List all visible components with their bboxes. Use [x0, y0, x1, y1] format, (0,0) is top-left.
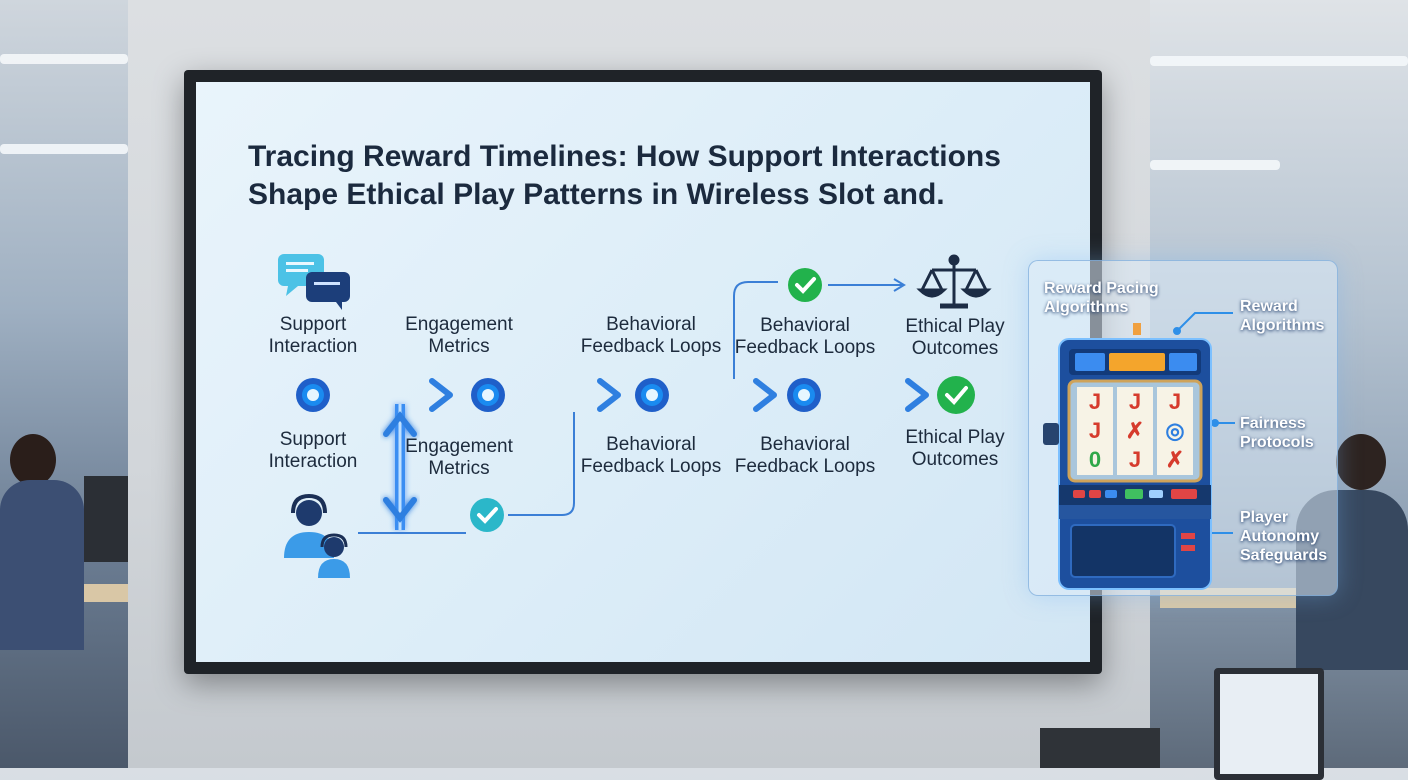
node: [787, 378, 821, 412]
ceiling-light: [0, 144, 128, 154]
check-icon: [470, 498, 504, 532]
title-line-2: Shape Ethical Play Patterns in Wireless …: [248, 178, 945, 211]
reward-pacing-panel: Reward Pacing Algorithms: [1028, 260, 1338, 596]
slide: Tracing Reward Timelines: How Support In…: [196, 82, 1090, 662]
callout-player-autonomy: Player Autonomy Safeguards: [1240, 509, 1328, 564]
reel: J ✗ J: [1125, 389, 1145, 472]
office-monitor: [84, 476, 128, 562]
scales-icon: [916, 254, 992, 309]
slot-machine-icon: [1043, 312, 1235, 590]
connector-lines: [358, 278, 906, 534]
headset-agents-icon: [284, 493, 350, 578]
laptop: [1040, 728, 1160, 768]
person-head: [10, 434, 56, 486]
flow-diagram: [278, 254, 992, 578]
check-icon: [937, 376, 975, 414]
callout-fairness-protocols: Fairness Protocols: [1240, 415, 1314, 451]
node: [296, 378, 330, 412]
laptop-screen: [1214, 668, 1324, 780]
arrowheads: [429, 378, 929, 412]
node: [635, 378, 669, 412]
ceiling-light: [0, 54, 128, 64]
node: [471, 378, 505, 412]
office-background-left: [0, 0, 130, 768]
person-head: [1336, 434, 1386, 490]
ceiling-light: [1150, 160, 1280, 170]
callout-reward-algorithms: Reward Algorithms: [1240, 298, 1325, 334]
title-line-1: Tracing Reward Timelines: How Support In…: [248, 140, 1001, 173]
reel: J J 0: [1088, 389, 1102, 472]
chat-bubbles-icon: [278, 254, 350, 310]
vertical-arrow: [383, 404, 417, 530]
check-icon: [788, 268, 822, 302]
panel-header: Reward Pacing Algorithms: [1044, 280, 1159, 316]
slide-title: Tracing Reward Timelines: How Support In…: [248, 138, 1048, 214]
ceiling-light: [1150, 56, 1408, 66]
person-body: [0, 480, 84, 650]
reel: J ◎ ✗: [1165, 389, 1185, 472]
